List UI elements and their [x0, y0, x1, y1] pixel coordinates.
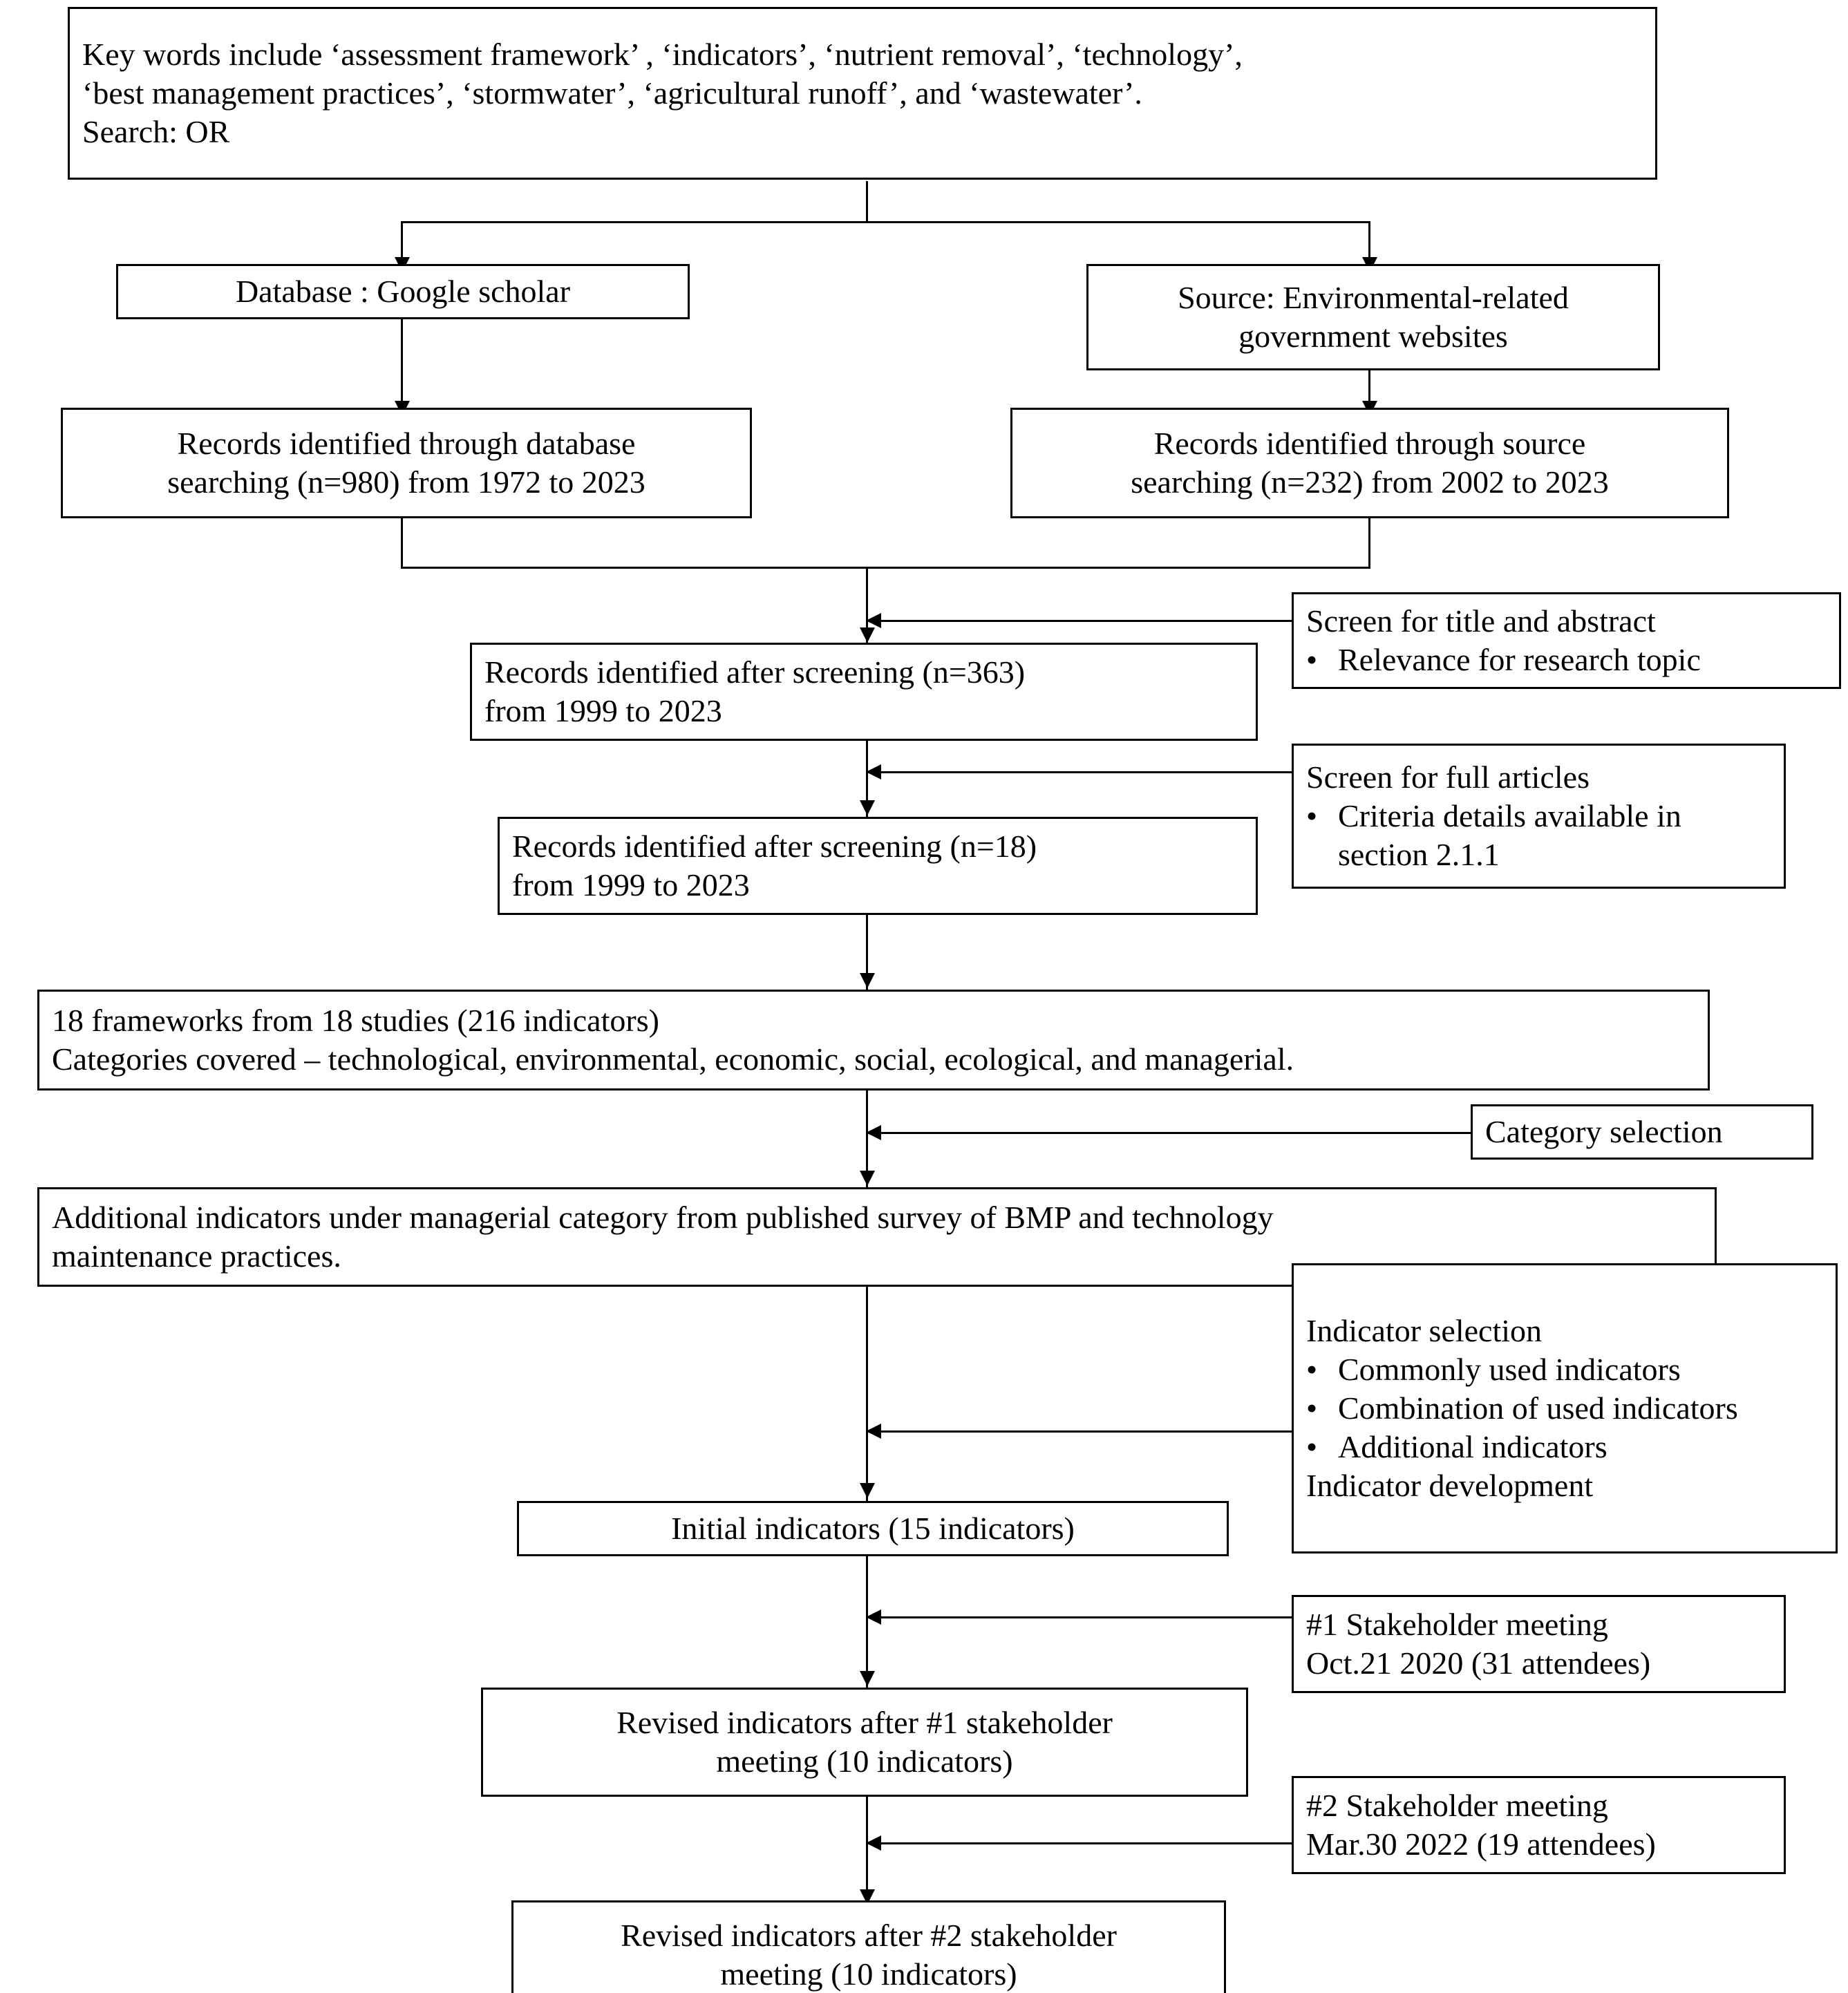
connector-revised1-down	[866, 1797, 868, 1907]
indicator-selection-bullet-1: Commonly used indicators	[1306, 1350, 1681, 1389]
source-line-1: Source: Environmental-related	[1178, 279, 1569, 315]
node-indicator-selection[interactable]: Indicator selection Commonly used indica…	[1292, 1263, 1838, 1553]
indicator-selection-bullet-3: Additional indicators	[1306, 1428, 1607, 1466]
node-revised-2[interactable]: Revised indicators after #2 stakeholder …	[511, 1900, 1226, 1993]
arrow-merge-363	[860, 627, 875, 643]
arrow-screen-ta	[866, 613, 881, 628]
arrow-initial-revised1	[860, 1671, 875, 1686]
node-records-source[interactable]: Records identified through source search…	[1010, 408, 1729, 518]
screen-full-articles-heading: Screen for full articles	[1306, 759, 1590, 795]
screened-18-line-1: Records identified after screening (n=18…	[512, 828, 1037, 864]
screen-title-abstract-bullet-1: Relevance for research topic	[1306, 641, 1701, 679]
node-additional-indicators[interactable]: Additional indicators under managerial c…	[37, 1187, 1717, 1287]
connector-category-selection	[867, 1132, 1471, 1134]
node-screen-title-abstract[interactable]: Screen for title and abstract Relevance …	[1292, 592, 1841, 689]
node-meeting-2[interactable]: #2 Stakeholder meeting Mar.30 2022 (19 a…	[1292, 1776, 1786, 1874]
connector-database-down	[401, 319, 403, 408]
meeting-2-line-2: Mar.30 2022 (19 attendees)	[1306, 1826, 1656, 1862]
meeting-1-line-2: Oct.21 2020 (31 attendees)	[1306, 1645, 1651, 1681]
connector-to-source	[1368, 221, 1370, 264]
arrow-screen-full	[866, 764, 881, 780]
node-meeting-1[interactable]: #1 Stakeholder meeting Oct.21 2020 (31 a…	[1292, 1595, 1786, 1693]
arrow-frameworks-additional	[860, 1171, 875, 1186]
additional-indicators-line-1: Additional indicators under managerial c…	[52, 1199, 1274, 1235]
connector-keywords-split	[401, 221, 1370, 223]
initial-indicators-label: Initial indicators (15 indicators)	[671, 1510, 1075, 1546]
connector-screen-full	[867, 771, 1292, 773]
database-label: Database : Google scholar	[235, 273, 571, 309]
node-category-selection[interactable]: Category selection	[1471, 1104, 1813, 1160]
records-database-line-1: Records identified through database	[177, 425, 636, 461]
frameworks-line-1: 18 frameworks from 18 studies (216 indic…	[52, 1002, 659, 1038]
connector-merge-down	[866, 567, 868, 643]
revised-2-line-2: meeting (10 indicators)	[720, 1956, 1017, 1992]
node-source[interactable]: Source: Environmental-related government…	[1086, 264, 1660, 370]
node-revised-1[interactable]: Revised indicators after #1 stakeholder …	[481, 1688, 1248, 1797]
screened-18-line-2: from 1999 to 2023	[512, 867, 750, 903]
additional-indicators-line-2: maintenance practices.	[52, 1238, 341, 1274]
connector-18-down	[866, 914, 868, 990]
arrow-additional-initial	[860, 1483, 875, 1498]
records-source-line-1: Records identified through source	[1153, 425, 1586, 461]
arrow-meeting2	[866, 1835, 881, 1851]
frameworks-line-2: Categories covered – technological, envi…	[52, 1041, 1294, 1077]
connector-meeting1	[867, 1616, 1292, 1618]
node-initial-indicators[interactable]: Initial indicators (15 indicators)	[517, 1501, 1229, 1556]
screen-title-abstract-heading: Screen for title and abstract	[1306, 603, 1656, 639]
source-line-2: government websites	[1238, 319, 1508, 354]
revised-1-line-2: meeting (10 indicators)	[716, 1744, 1013, 1779]
connector-records-merge	[401, 567, 1370, 569]
connector-to-database	[401, 221, 403, 264]
revised-2-line-1: Revised indicators after #2 stakeholder	[621, 1917, 1117, 1953]
keywords-line-3: Search: OR	[82, 114, 230, 150]
revised-1-line-1: Revised indicators after #1 stakeholder	[616, 1704, 1113, 1740]
meeting-2-line-1: #2 Stakeholder meeting	[1306, 1787, 1608, 1823]
records-source-line-2: searching (n=232) from 2002 to 2023	[1131, 464, 1609, 500]
arrow-meeting1	[866, 1609, 881, 1625]
connector-indicator-selection	[867, 1430, 1292, 1433]
connector-keywords-down	[866, 181, 868, 223]
connector-records-src-down	[1368, 518, 1370, 568]
indicator-selection-bullet-2: Combination of used indicators	[1306, 1389, 1738, 1428]
node-screened-363[interactable]: Records identified after screening (n=36…	[470, 643, 1258, 741]
connector-records-db-down	[401, 518, 403, 568]
indicator-selection-heading: Indicator selection	[1306, 1312, 1543, 1348]
connector-screen-ta	[867, 620, 1292, 622]
category-selection-label: Category selection	[1485, 1113, 1723, 1149]
keywords-line-2: ‘best management practices’, ‘stormwater…	[82, 75, 1142, 111]
node-keywords[interactable]: Key words include ‘assessment framework’…	[68, 7, 1657, 180]
screened-363-line-2: from 1999 to 2023	[484, 693, 722, 728]
connector-additional-down	[866, 1287, 868, 1501]
node-frameworks[interactable]: 18 frameworks from 18 studies (216 indic…	[37, 990, 1710, 1090]
screen-full-articles-bullet-1: Criteria details available in section 2.…	[1306, 797, 1771, 874]
arrow-363-18	[860, 800, 875, 815]
node-screen-full-articles[interactable]: Screen for full articles Criteria detail…	[1292, 744, 1786, 889]
indicator-selection-footer: Indicator development	[1306, 1468, 1594, 1504]
arrow-18-frameworks	[860, 973, 875, 988]
node-records-database[interactable]: Records identified through database sear…	[61, 408, 752, 518]
node-screened-18[interactable]: Records identified after screening (n=18…	[498, 817, 1258, 915]
connector-source-down	[1368, 370, 1370, 408]
connector-meeting2	[867, 1842, 1292, 1844]
records-database-line-2: searching (n=980) from 1972 to 2023	[167, 464, 645, 500]
meeting-1-line-1: #1 Stakeholder meeting	[1306, 1606, 1608, 1642]
node-database[interactable]: Database : Google scholar	[116, 264, 690, 319]
arrow-indicator-selection	[866, 1424, 881, 1439]
keywords-line-1: Key words include ‘assessment framework’…	[82, 36, 1243, 72]
screened-363-line-1: Records identified after screening (n=36…	[484, 654, 1026, 690]
arrow-category-selection	[866, 1125, 881, 1140]
